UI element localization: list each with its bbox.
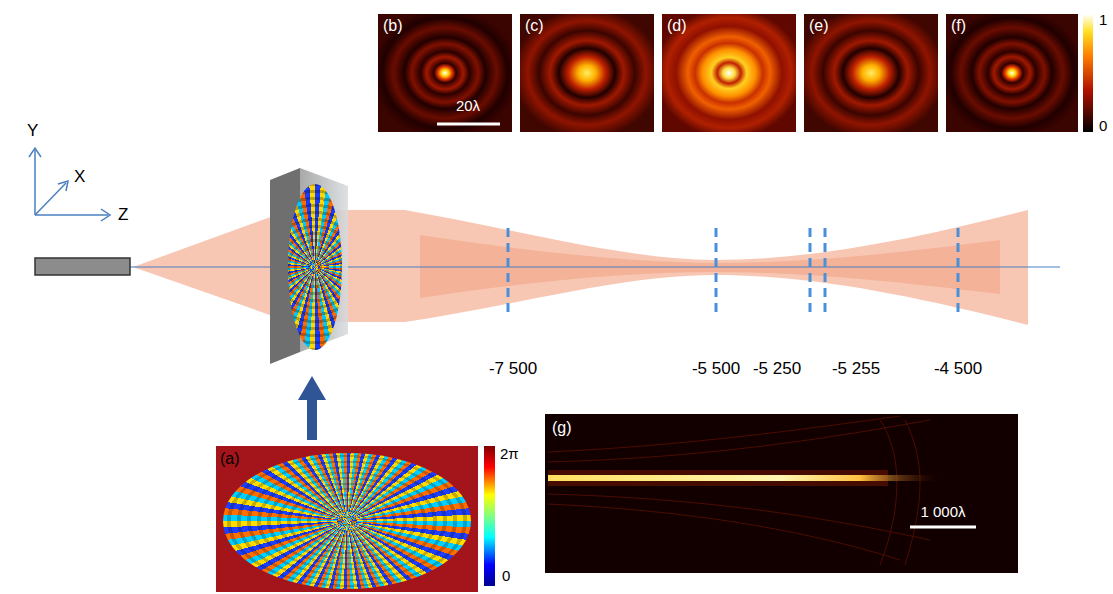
intensity-panel: [378, 14, 512, 132]
scale-label: 1 000λ: [920, 504, 965, 521]
position-label: -7 500: [489, 360, 537, 379]
panel-label: (f): [951, 17, 966, 35]
propagation-panel: [545, 414, 1018, 573]
side-lobes: [548, 416, 930, 565]
colorbar-tick: 2π: [500, 446, 519, 463]
axis-label: Z: [118, 206, 128, 225]
axis-label: X: [74, 168, 85, 187]
optical-axis: [130, 267, 1060, 268]
observation-planes: [508, 228, 958, 312]
colorbar: [484, 446, 495, 586]
colorbar-tick: 1: [1099, 12, 1107, 29]
panel-label: (g): [552, 419, 572, 437]
colorbar-tick: 0: [502, 568, 510, 585]
panel-label: (b): [383, 17, 403, 35]
position-label: -5 255: [832, 360, 880, 379]
phase-panel: [216, 446, 478, 592]
intensity-panel: [946, 14, 1078, 132]
scale-label: 20λ: [456, 98, 480, 115]
intensity-panel: [804, 14, 938, 132]
panel-label: (d): [667, 17, 687, 35]
scale-bar: [910, 526, 976, 529]
intensity-panel: [662, 14, 796, 132]
panel-label: (a): [220, 450, 240, 468]
position-label: -5 250: [753, 360, 801, 379]
arrow-head: [298, 376, 326, 400]
axes: [29, 148, 110, 221]
panel-label: (c): [525, 17, 544, 35]
position-label: -4 500: [934, 360, 982, 379]
colorbar: [1083, 14, 1093, 132]
fiber: [35, 258, 130, 275]
axis-label: Y: [27, 122, 38, 141]
phase-pattern: [223, 453, 471, 589]
colorbar-tick: 0: [1099, 118, 1107, 135]
focal-line: [548, 475, 938, 481]
arrow-shaft: [307, 398, 317, 440]
metasurface-disk: [288, 184, 342, 350]
position-label: -5 500: [692, 360, 740, 379]
panel-label: (e): [809, 17, 829, 35]
scale-bar: [437, 123, 500, 126]
intensity-panel: [520, 14, 654, 132]
